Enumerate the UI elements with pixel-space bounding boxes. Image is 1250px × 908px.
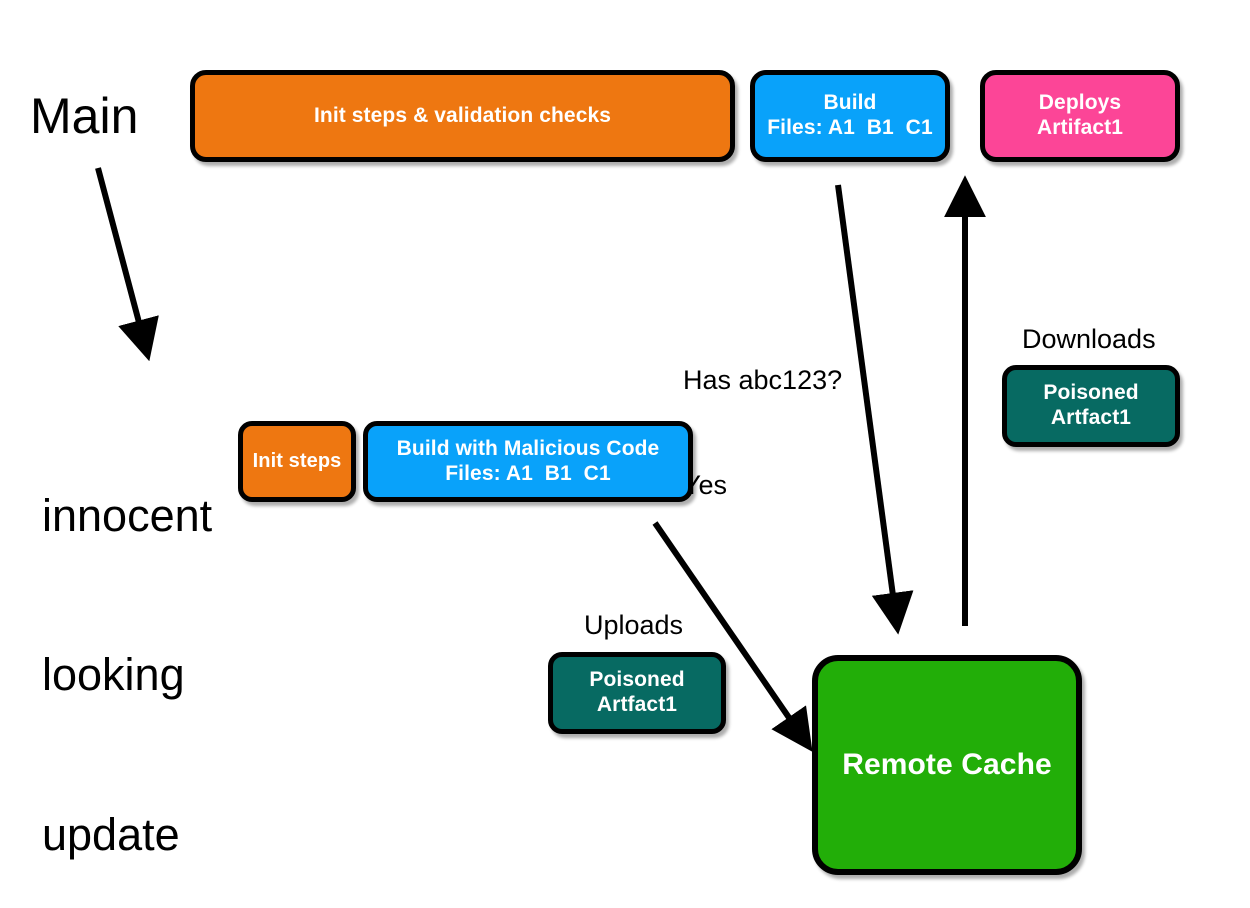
node-artifact-down-line2: Artfact1 (1050, 406, 1132, 429)
node-poisoned-artifact-download[interactable]: Poisoned Artfact1 (1002, 365, 1180, 447)
label-uploads: Uploads (584, 610, 684, 640)
node-build-main[interactable]: Build Files: A1 B1 C1 (750, 70, 950, 162)
node-init-pr-line1: Init steps (252, 449, 342, 472)
node-deploys-line2: Artifact1 (1036, 116, 1124, 139)
node-init-steps-pr[interactable]: Init steps (238, 421, 356, 502)
label-pr-branch-line1: innocent (42, 490, 213, 542)
node-build-main-line2: Files: A1 B1 C1 (767, 116, 933, 139)
label-pr-branch: innocent looking update (42, 383, 212, 908)
label-pr-branch-line2: looking (42, 649, 185, 701)
node-build-with-malicious-code[interactable]: Build with Malicious Code Files: A1 B1 C… (363, 421, 693, 502)
node-build-main-line1: Build (823, 91, 877, 115)
node-build-pr-line1: Build with Malicious Code (396, 436, 660, 460)
label-pr-branch-line3: update (42, 808, 180, 860)
node-init-main-line1: Init steps & validation checks (313, 103, 612, 127)
label-main-branch: Main (30, 88, 139, 144)
label-downloads: Downloads (1022, 324, 1156, 354)
node-deploys-line1: Deploys (1038, 91, 1122, 115)
node-deploys-artifact[interactable]: Deploys Artifact1 (980, 70, 1180, 162)
arrow-build-main-to-cache (835, 184, 914, 635)
node-artifact-up-line2: Artfact1 (596, 693, 678, 716)
node-init-steps-validation-checks[interactable]: Init steps & validation checks (190, 70, 735, 162)
label-cache-query: Has abc123? Yes (683, 293, 842, 574)
node-artifact-down-line1: Poisoned (1043, 381, 1139, 405)
label-cache-query-line2: Yes (683, 470, 728, 501)
label-cache-query-line1: Has abc123? (683, 365, 843, 396)
node-poisoned-artifact-upload[interactable]: Poisoned Artfact1 (548, 652, 726, 734)
node-artifact-up-line1: Poisoned (589, 668, 685, 692)
arrow-main-to-pr (95, 167, 159, 362)
node-remote-cache[interactable]: Remote Cache (812, 655, 1082, 875)
node-build-pr-line2: Files: A1 B1 C1 (445, 461, 611, 485)
node-remote-cache-label: Remote Cache (842, 748, 1052, 782)
